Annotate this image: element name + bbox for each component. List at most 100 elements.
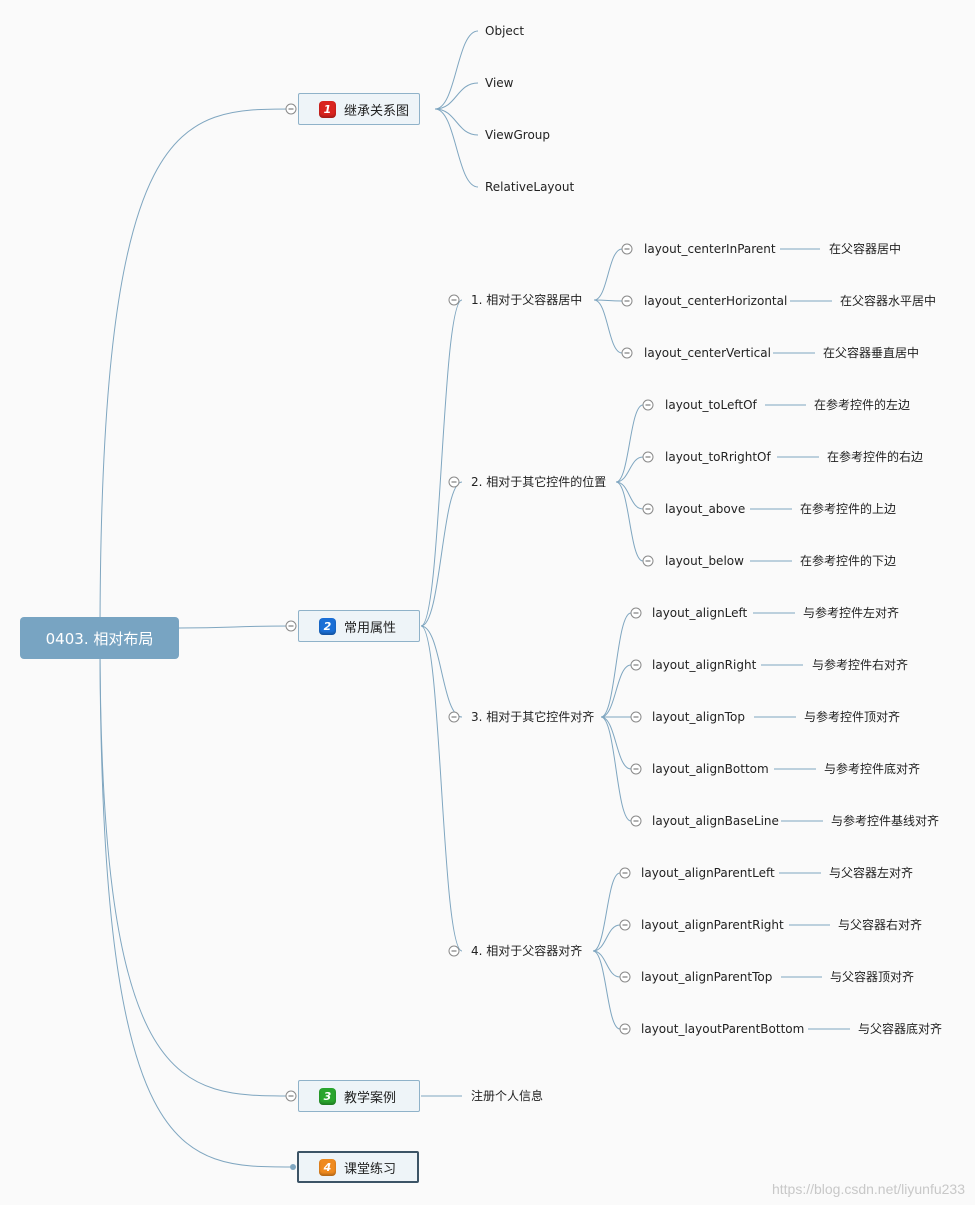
- collapse-toggle-icon[interactable]: [448, 945, 460, 957]
- attribute-name[interactable]: layout_alignBottom: [652, 762, 769, 776]
- root-topic-label: 0403. 相对布局: [45, 629, 154, 648]
- root-topic[interactable]: 0403. 相对布局: [20, 617, 179, 659]
- attribute-name[interactable]: layout_toRrightOf: [665, 450, 771, 464]
- attribute-desc[interactable]: 在参考控件的右边: [827, 450, 924, 464]
- collapse-toggle-icon[interactable]: [619, 971, 631, 983]
- attribute-name[interactable]: layout_layoutParentBottom: [641, 1022, 805, 1036]
- attribute-desc[interactable]: 与参考控件底对齐: [824, 762, 921, 776]
- attribute-connector: [615, 481, 644, 562]
- number-badge-icon: 1: [319, 100, 336, 118]
- attribute-desc[interactable]: 与父容器底对齐: [858, 1022, 943, 1036]
- collapse-toggle-icon[interactable]: [285, 1090, 297, 1102]
- connector-end-dot: [290, 1164, 296, 1170]
- attribute-name[interactable]: layout_centerVertical: [644, 346, 771, 360]
- number-badge-icon: 3: [319, 1087, 336, 1105]
- number-badge-icon: 2: [319, 617, 336, 635]
- attribute-desc[interactable]: 与参考控件右对齐: [812, 658, 909, 672]
- attribute-desc[interactable]: 在父容器垂直居中: [823, 346, 920, 360]
- branch-common-attributes[interactable]: 2 常用属性: [298, 610, 420, 642]
- attribute-desc[interactable]: 与参考控件顶对齐: [804, 710, 901, 724]
- collapse-toggle-icon[interactable]: [642, 451, 654, 463]
- attribute-desc[interactable]: 与父容器左对齐: [829, 866, 914, 880]
- attribute-desc[interactable]: 与父容器右对齐: [838, 918, 923, 932]
- collapse-toggle-icon[interactable]: [630, 763, 642, 775]
- group-connector: [420, 625, 463, 952]
- root-connector-line: [178, 625, 291, 629]
- attribute-name[interactable]: layout_toLeftOf: [665, 398, 757, 412]
- collapse-toggle-icon[interactable]: [448, 711, 460, 723]
- collapse-toggle-icon[interactable]: [619, 867, 631, 879]
- collapse-toggle-icon[interactable]: [642, 503, 654, 515]
- attribute-name[interactable]: layout_alignBaseLine: [652, 814, 779, 828]
- attribute-name[interactable]: layout_above: [665, 502, 746, 516]
- root-connector-line: [99, 637, 293, 1097]
- collapse-toggle-icon[interactable]: [642, 555, 654, 567]
- collapse-toggle-icon[interactable]: [621, 295, 633, 307]
- collapse-toggle-icon[interactable]: [630, 659, 642, 671]
- attribute-connector: [615, 404, 644, 483]
- collapse-toggle-icon[interactable]: [448, 476, 460, 488]
- collapse-toggle-icon[interactable]: [642, 399, 654, 411]
- attribute-desc[interactable]: 在参考控件的下边: [800, 554, 897, 568]
- group-connector: [420, 481, 463, 627]
- inheritance-item[interactable]: ViewGroup: [485, 128, 551, 142]
- inheritance-connector: [434, 30, 479, 110]
- collapse-toggle-icon[interactable]: [630, 711, 642, 723]
- attribute-desc[interactable]: 在参考控件的左边: [814, 398, 911, 412]
- group-connector: [420, 299, 463, 627]
- collapse-toggle-icon[interactable]: [621, 347, 633, 359]
- branch-class-exercise[interactable]: 4 课堂练习: [297, 1151, 419, 1183]
- attribute-connector: [600, 716, 632, 770]
- teaching-case-item[interactable]: 注册个人信息: [471, 1089, 544, 1103]
- attribute-connector: [592, 924, 621, 952]
- group-label[interactable]: 1. 相对于父容器居中: [471, 293, 583, 307]
- attribute-connector: [592, 950, 621, 978]
- attribute-name[interactable]: layout_alignParentTop: [641, 970, 773, 984]
- inheritance-connector: [434, 108, 479, 188]
- collapse-toggle-icon[interactable]: [619, 919, 631, 931]
- attribute-connector: [592, 872, 621, 952]
- attribute-name[interactable]: layout_centerHorizontal: [644, 294, 788, 308]
- attribute-name[interactable]: layout_below: [665, 554, 744, 568]
- attribute-desc[interactable]: 在父容器水平居中: [840, 294, 937, 308]
- collapse-toggle-icon[interactable]: [621, 243, 633, 255]
- attribute-desc[interactable]: 在参考控件的上边: [800, 502, 897, 516]
- group-label[interactable]: 4. 相对于父容器对齐: [471, 944, 583, 958]
- inheritance-item[interactable]: View: [485, 76, 514, 90]
- collapse-toggle-icon[interactable]: [619, 1023, 631, 1035]
- attribute-connector: [600, 612, 632, 718]
- inheritance-connector: [434, 82, 479, 110]
- attribute-connector: [593, 248, 623, 301]
- attribute-connector: [615, 481, 644, 510]
- attribute-desc[interactable]: 与参考控件基线对齐: [831, 814, 940, 828]
- collapse-toggle-icon[interactable]: [630, 815, 642, 827]
- inheritance-item[interactable]: RelativeLayout: [485, 180, 575, 194]
- watermark: https://blog.csdn.net/liyunfu233: [771, 1181, 965, 1197]
- branch-label: 课堂练习: [344, 1161, 397, 1177]
- branch-teaching-case[interactable]: 3 教学案例: [298, 1080, 420, 1112]
- attribute-desc[interactable]: 与参考控件左对齐: [803, 606, 900, 620]
- collapse-toggle-icon[interactable]: [285, 620, 297, 632]
- collapse-toggle-icon[interactable]: [448, 294, 460, 306]
- branch-inheritance[interactable]: 1 继承关系图: [298, 93, 420, 125]
- attribute-name[interactable]: layout_centerInParent: [644, 242, 776, 256]
- attribute-name[interactable]: layout_alignParentLeft: [641, 866, 775, 880]
- inheritance-connector: [434, 108, 479, 136]
- branch-label: 继承关系图: [344, 103, 410, 119]
- attribute-connector: [600, 664, 632, 718]
- attribute-connector: [600, 716, 632, 822]
- group-connector: [420, 625, 463, 718]
- attribute-name[interactable]: layout_alignTop: [652, 710, 745, 724]
- branch-label: 教学案例: [344, 1090, 397, 1106]
- attribute-name[interactable]: layout_alignRight: [652, 658, 757, 672]
- attribute-connector: [593, 299, 623, 302]
- attribute-desc[interactable]: 在父容器居中: [829, 242, 902, 256]
- collapse-toggle-icon[interactable]: [630, 607, 642, 619]
- group-label[interactable]: 3. 相对于其它控件对齐: [471, 710, 595, 724]
- collapse-toggle-icon[interactable]: [285, 103, 297, 115]
- attribute-name[interactable]: layout_alignLeft: [652, 606, 748, 620]
- inheritance-item[interactable]: Object: [485, 24, 525, 38]
- attribute-name[interactable]: layout_alignParentRight: [641, 918, 784, 932]
- group-label[interactable]: 2. 相对于其它控件的位置: [471, 475, 607, 489]
- attribute-desc[interactable]: 与父容器顶对齐: [830, 970, 915, 984]
